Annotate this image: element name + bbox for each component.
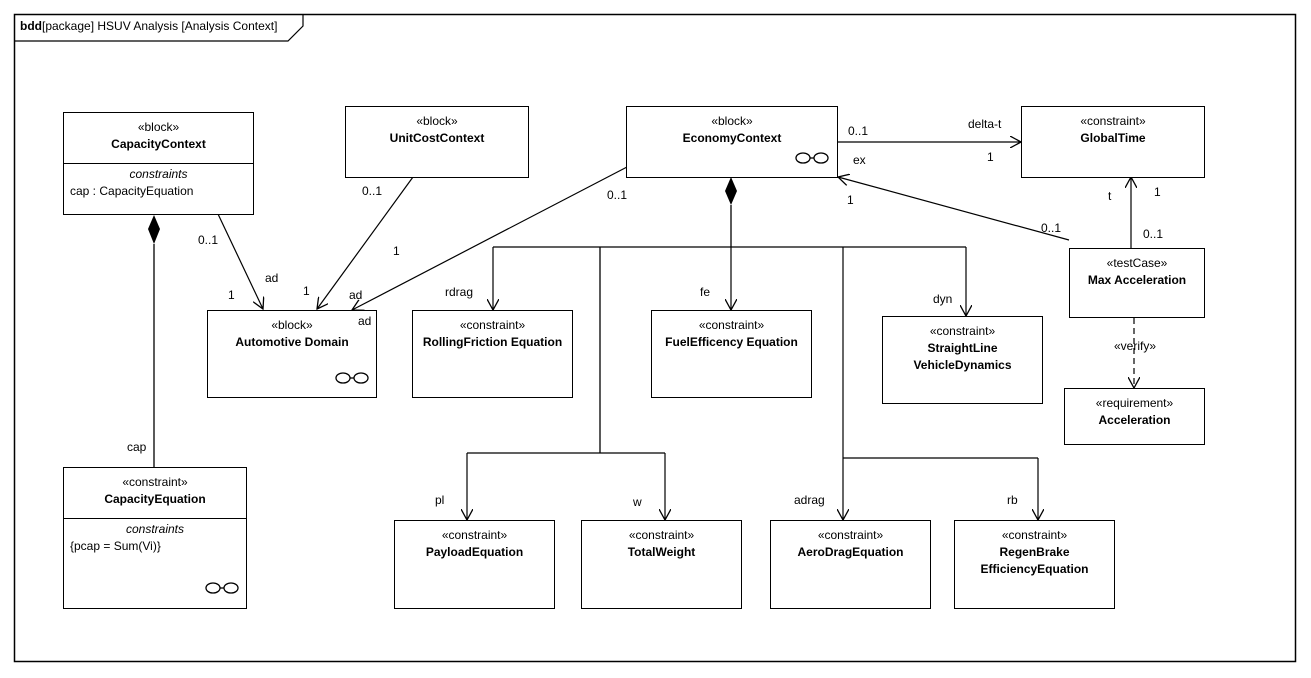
block-capacity-context[interactable]: «block» CapacityContext constraints cap :… <box>63 112 254 215</box>
block-name: CapacityEquation <box>104 492 206 506</box>
block-unit-cost-context[interactable]: «block» UnitCostContext <box>345 106 529 178</box>
label-uc-ad-mult: 1 <box>303 284 310 298</box>
uc-ad-assoc <box>317 176 414 309</box>
constraints-compartment: constraints {pcap = Sum(Vi)} <box>64 518 246 555</box>
block-name-line1: RegenBrake <box>999 545 1070 559</box>
cap-composition-diamond <box>148 215 160 244</box>
label-ma-gt-mult: 0..1 <box>1143 227 1164 241</box>
frame-tab-outline <box>14 14 304 42</box>
label-rdrag: rdrag <box>445 285 474 299</box>
block-fuel-efficiency[interactable]: «constraint» FuelEfficency Equation <box>651 310 812 398</box>
block-name: TotalWeight <box>627 545 696 559</box>
block-acceleration-requirement[interactable]: «requirement» Acceleration <box>1064 388 1205 445</box>
block-name: UnitCostContext <box>389 131 485 145</box>
frame-title-text: [package] HSUV Analysis [Analysis Contex… <box>42 19 278 33</box>
ec-ad-assoc <box>352 166 628 310</box>
stereotype-label: «constraint» <box>628 528 695 542</box>
stereotype-label: «testCase» <box>1106 256 1168 270</box>
label-ec-ex: ex <box>853 153 866 167</box>
decomposition-icon <box>205 582 239 594</box>
label-gt-mult: 1 <box>987 150 994 164</box>
constraints-compartment: constraints cap : CapacityEquation <box>64 163 253 200</box>
block-total-weight[interactable]: «constraint» TotalWeight <box>581 520 742 609</box>
label-dyn: dyn <box>933 292 953 306</box>
stereotype-label: «constraint» <box>817 528 884 542</box>
block-name: AeroDragEquation <box>797 545 904 559</box>
block-name: Acceleration <box>1098 413 1171 427</box>
ec-composition-diamond <box>725 177 737 205</box>
stereotype-label: «block» <box>416 114 458 128</box>
label-uc-mult: 0..1 <box>362 184 383 198</box>
block-name: FuelEfficency Equation <box>665 335 798 349</box>
block-aero-drag[interactable]: «constraint» AeroDragEquation <box>770 520 931 609</box>
label-verify: «verify» <box>1114 339 1157 353</box>
block-economy-context[interactable]: «block» EconomyContext <box>626 106 838 178</box>
block-global-time[interactable]: «constraint» GlobalTime <box>1021 106 1205 178</box>
stereotype-label: «constraint» <box>1080 114 1146 128</box>
label-w: w <box>633 495 642 509</box>
stereotype-label: «constraint» <box>459 318 526 332</box>
block-name-line2: EfficiencyEquation <box>980 562 1089 576</box>
label-cc-ad-mult: 1 <box>228 288 235 302</box>
decomposition-icon <box>795 152 829 164</box>
stereotype-label: «constraint» <box>698 318 765 332</box>
compartment-title: constraints <box>129 167 188 181</box>
cc-ad-assoc <box>217 213 263 309</box>
decomposition-icon <box>335 372 369 384</box>
stereotype-label: «constraint» <box>1001 528 1068 542</box>
stereotype-label: «constraint» <box>441 528 508 542</box>
block-capacity-equation[interactable]: «constraint» CapacityEquation constraints… <box>63 467 247 609</box>
diagram-frame <box>13 13 1297 663</box>
block-name-line1: StraightLine <box>927 341 998 355</box>
block-name: EconomyContext <box>682 131 782 145</box>
label-rb: rb <box>1007 493 1018 507</box>
label-ec-gt-mult: 0..1 <box>848 124 869 138</box>
stereotype-label: «constraint» <box>122 475 188 489</box>
block-payload-equation[interactable]: «constraint» PayloadEquation <box>394 520 555 609</box>
stereotype-label: «block» <box>137 120 180 134</box>
label-uc-end-mult: 1 <box>393 244 400 258</box>
label-gt-t-mult: 1 <box>1154 185 1161 199</box>
label-fe: fe <box>700 285 711 299</box>
frame-title: bdd[package] HSUV Analysis [Analysis Con… <box>14 14 277 41</box>
block-rolling-friction[interactable]: «constraint» RollingFriction Equation <box>412 310 573 398</box>
label-cc-ad: ad <box>265 271 279 285</box>
block-name: CapacityContext <box>111 137 206 151</box>
compartment-line: cap : CapacityEquation <box>70 184 194 198</box>
block-name-line2: VehicleDynamics <box>913 358 1012 372</box>
block-name: Max Acceleration <box>1087 273 1187 287</box>
stereotype-label: «block» <box>711 114 753 128</box>
compartment-line: {pcap = Sum(Vi)} <box>70 539 161 553</box>
label-pl: pl <box>435 493 445 507</box>
label-gt-role: delta-t <box>968 117 1002 131</box>
label-ec-ad-mult: 0..1 <box>607 188 628 202</box>
stereotype-label: «constraint» <box>929 324 996 338</box>
compartment-title: constraints <box>125 522 185 536</box>
label-adrag: adrag <box>794 493 825 507</box>
label-uc-ad: ad <box>349 288 363 302</box>
block-name: Automotive Domain <box>235 335 349 349</box>
block-name: PayloadEquation <box>425 545 524 559</box>
stereotype-label: «requirement» <box>1095 396 1174 410</box>
ma-ec-assoc <box>838 177 1070 241</box>
block-automotive-domain[interactable]: «block» Automotive Domain <box>207 310 377 398</box>
block-max-acceleration[interactable]: «testCase» Max Acceleration <box>1069 248 1205 318</box>
label-ma-ex-mult: 0..1 <box>1041 221 1062 235</box>
label-gt-t: t <box>1108 189 1112 203</box>
label-ec-ad: ad <box>358 314 372 328</box>
label-ec-ex-mult: 1 <box>847 193 854 207</box>
frame-kind: bdd <box>20 19 42 33</box>
label-cap: cap <box>127 440 147 454</box>
stereotype-label: «block» <box>271 318 313 332</box>
block-name: RollingFriction Equation <box>422 335 563 349</box>
label-cc-mult: 0..1 <box>198 233 219 247</box>
block-name: GlobalTime <box>1080 131 1146 145</box>
